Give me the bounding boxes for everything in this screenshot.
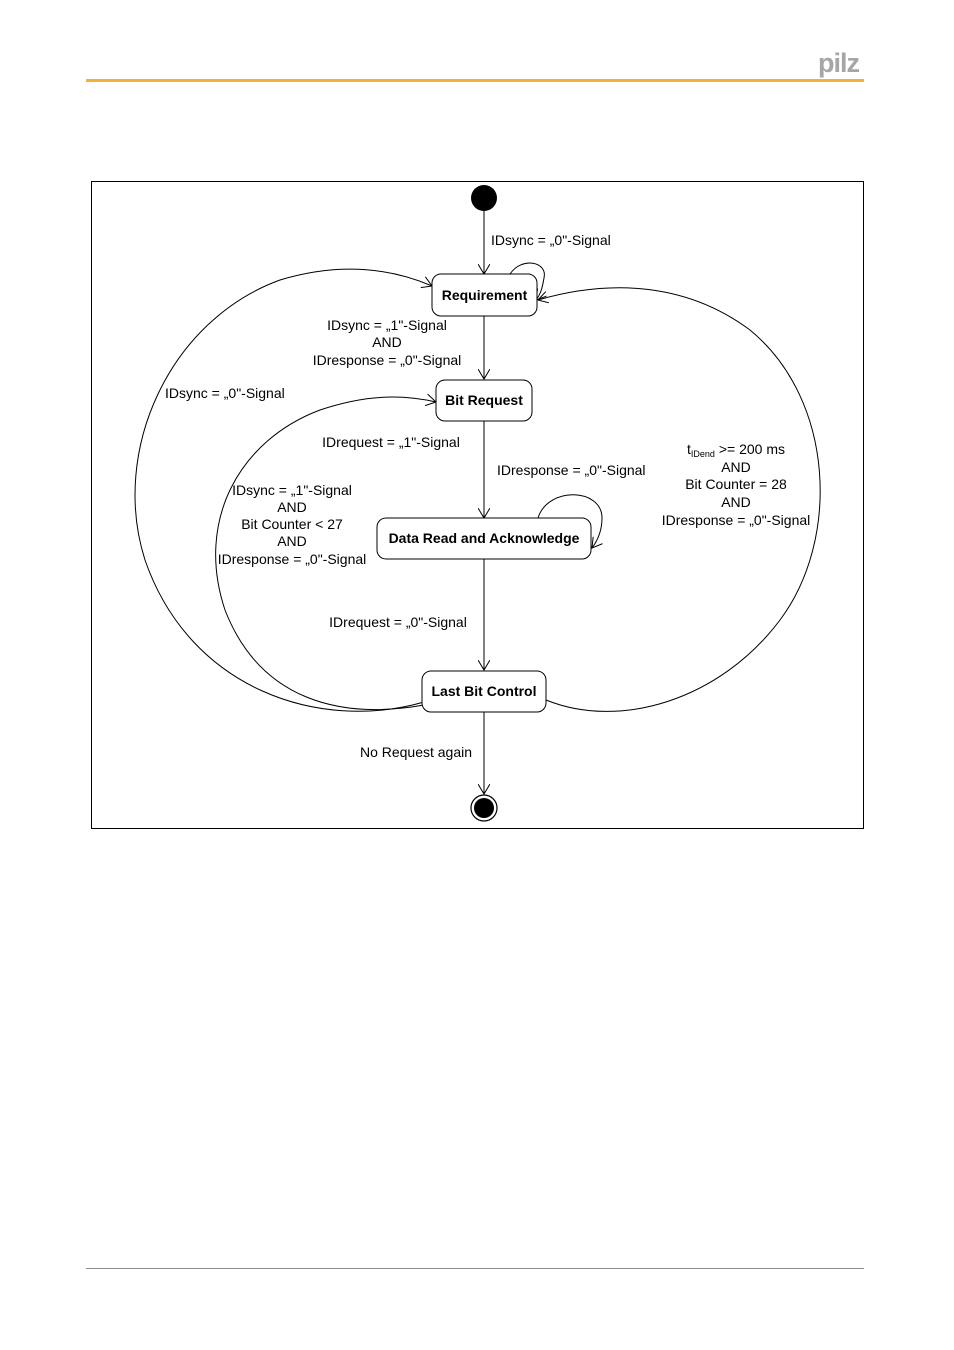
label-t-symbol: t [687,441,691,457]
state-data-read-box [376,517,592,560]
label-start-requirement: IDsync = „0"-Signal [491,232,611,248]
label-t-subscript: IDend [691,449,715,459]
footer-rule [86,1268,864,1269]
state-bit-request-label: Bit Request [445,392,523,408]
label-lastbit-requirement-left: IDsync = „0"-Signal [165,385,285,401]
label-line: Bit Counter = 28 [685,476,787,492]
edge-dataread-self-loop [537,494,602,548]
label-line: AND [277,499,307,515]
edge-lastbit-bitrequest [215,397,436,710]
label-lastbit-end: No Request again [360,744,472,760]
state-bit-request-box [435,379,533,422]
label-line: IDresponse = „0"-Signal [218,551,367,567]
label-line: IDresponse = „0"-Signal [313,352,462,368]
diagram-frame [91,181,864,829]
label-line: AND [721,459,751,475]
state-last-bit-control-label: Last Bit Control [432,683,537,699]
label-dataread-self: IDresponse = „0"-Signal [497,462,646,478]
label-line: AND [277,533,307,549]
state-data-read: Data Read and Acknowledge [376,517,592,560]
edge-lastbit-requirement-right [538,287,821,712]
state-last-bit-control-box [421,670,547,713]
state-requirement: Requirement [431,273,538,317]
state-requirement-label: Requirement [442,287,528,303]
state-requirement-box [431,273,538,317]
label-lastbit-bitrequest: IDsync = „1"-Signal AND Bit Counter < 27… [218,482,367,567]
label-line: tIDend >= 200 ms [687,441,785,459]
label-dataread-lastbit: IDrequest = „0"-Signal [329,614,467,630]
label-t-condition: >= 200 ms [715,441,785,457]
pilz-logo: pilz [818,48,860,78]
label-line: Bit Counter < 27 [241,516,343,532]
label-bitrequest-dataread: IDrequest = „1"-Signal [322,434,460,450]
edge-lastbit-requirement-left [134,268,432,712]
label-requirement-bitrequest: IDsync = „1"-Signal AND IDresponse = „0"… [313,317,462,368]
header-rule [86,79,864,82]
label-lastbit-requirement-right: tIDend >= 200 ms AND Bit Counter = 28 AN… [662,441,811,528]
label-line: AND [372,334,402,350]
final-state-dot [474,798,494,818]
label-line: IDsync = „1"-Signal [327,317,447,333]
initial-state [471,185,497,211]
label-line: AND [721,494,751,510]
state-data-read-label: Data Read and Acknowledge [389,530,580,546]
state-last-bit-control: Last Bit Control [421,670,547,713]
state-bit-request: Bit Request [435,379,533,422]
label-line: IDsync = „1"-Signal [232,482,352,498]
label-line: IDresponse = „0"-Signal [662,512,811,528]
